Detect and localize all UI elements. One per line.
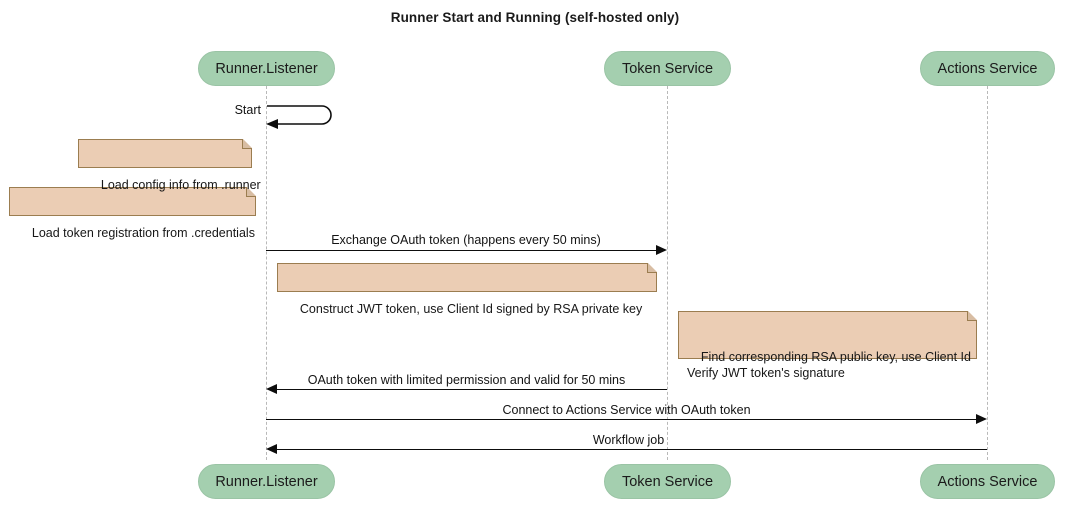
- message-workflow-job-label: Workflow job: [592, 433, 665, 447]
- participant-actions-bottom-label: Actions Service: [937, 473, 1038, 490]
- diagram-title: Runner Start and Running (self-hosted on…: [390, 10, 680, 25]
- participant-runner-bottom-label: Runner.Listener: [215, 473, 318, 490]
- participant-actions-bottom[interactable]: Actions Service: [920, 464, 1055, 499]
- message-connect-actions-label: Connect to Actions Service with OAuth to…: [502, 403, 751, 417]
- message-exchange-oauth-label: Exchange OAuth token (happens every 50 m…: [331, 233, 601, 247]
- participant-runner-bottom[interactable]: Runner.Listener: [198, 464, 335, 499]
- note-load-token-registration: Load token registration from .credential…: [9, 186, 257, 240]
- note-fold-corner-icon: [246, 186, 257, 197]
- message-connect-actions-arrowhead-icon: [976, 414, 987, 424]
- message-exchange-oauth-line[interactable]: [266, 250, 656, 251]
- participant-runner-top-label: Runner.Listener: [215, 60, 318, 77]
- note-verify-jwt: Find corresponding RSA public key, use C…: [678, 310, 978, 380]
- note-fold-corner-icon: [967, 310, 978, 321]
- note-construct-jwt-text: Construct JWT token, use Client Id signe…: [299, 302, 643, 316]
- participant-token-top-label: Token Service: [621, 60, 714, 77]
- participant-runner-top[interactable]: Runner.Listener: [198, 51, 335, 86]
- note-fold-corner-icon: [647, 262, 658, 273]
- lifeline-token: [667, 86, 668, 460]
- message-start-label: Start: [234, 103, 261, 117]
- participant-token-bottom[interactable]: Token Service: [604, 464, 731, 499]
- participant-token-bottom-label: Token Service: [621, 473, 714, 490]
- message-start-self[interactable]: [262, 100, 342, 137]
- note-load-config: Load config info from .runner: [78, 138, 261, 192]
- note-fold-corner-icon: [242, 138, 253, 149]
- lifeline-actions: [987, 86, 988, 460]
- message-oauth-token-return-arrowhead-icon: [266, 384, 277, 394]
- participant-actions-top-label: Actions Service: [937, 60, 1038, 77]
- participant-actions-top[interactable]: Actions Service: [920, 51, 1055, 86]
- message-oauth-token-return-line[interactable]: [277, 389, 667, 390]
- message-oauth-token-return-label: OAuth token with limited permission and …: [307, 373, 626, 387]
- self-message-loop-icon: [266, 105, 332, 129]
- message-connect-actions-line[interactable]: [266, 419, 976, 420]
- note-load-config-text: Load config info from .runner: [100, 178, 261, 192]
- lifeline-runner: [266, 86, 267, 460]
- message-exchange-oauth-arrowhead-icon: [656, 245, 667, 255]
- note-verify-jwt-text: Find corresponding RSA public key, use C…: [687, 350, 971, 380]
- note-construct-jwt: Construct JWT token, use Client Id signe…: [277, 262, 658, 316]
- participant-token-top[interactable]: Token Service: [604, 51, 731, 86]
- note-load-token-registration-text: Load token registration from .credential…: [31, 226, 255, 240]
- message-workflow-job-arrowhead-icon: [266, 444, 277, 454]
- message-workflow-job-line[interactable]: [277, 449, 987, 450]
